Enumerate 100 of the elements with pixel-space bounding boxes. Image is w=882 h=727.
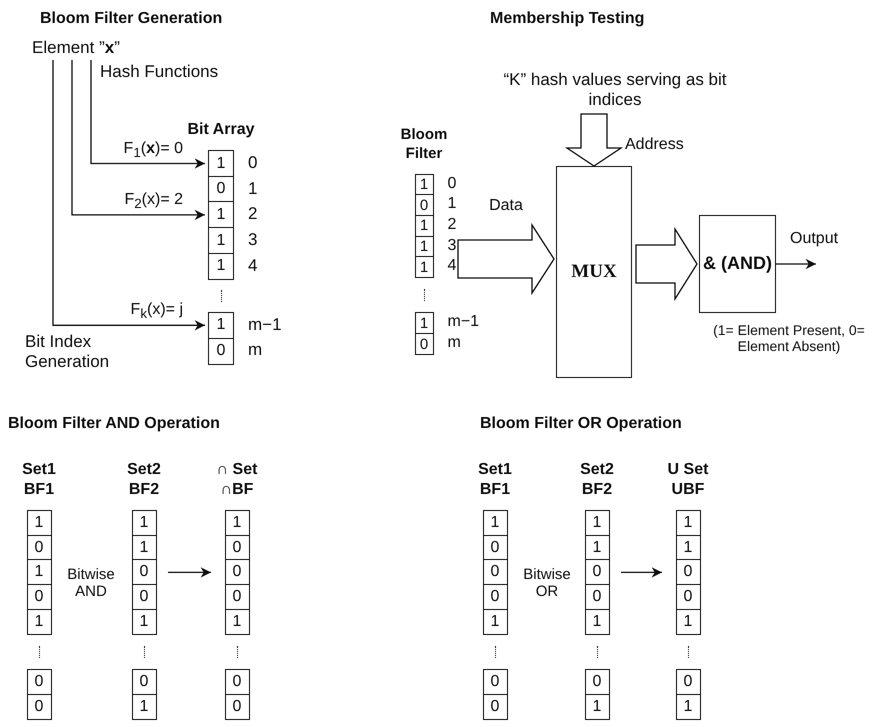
bit-cell: 1 (676, 510, 700, 536)
and-gate-box: & (AND) (699, 215, 776, 313)
bit-cell: 1 (414, 236, 434, 258)
bit-cell: 0 (482, 694, 508, 720)
panel-title: Bloom Filter OR Operation (480, 415, 682, 433)
hash-functions-label: Hash Functions (100, 62, 218, 82)
bit-cell: 0 (584, 584, 610, 610)
bit-cell: 1 (132, 510, 156, 536)
multiplexer-box: MUX (556, 166, 632, 378)
bit-cell: 1 (584, 694, 610, 720)
bit-index: 1 (448, 195, 456, 214)
bit-cell: 1 (414, 214, 434, 237)
arrow (776, 258, 816, 270)
edge-label: F$_{k}$(x)= j (130, 301, 183, 322)
bit-cell: 1 (208, 150, 234, 177)
operation-label: Bitwise AND (66, 566, 116, 600)
operation-label: Bitwise OR (522, 566, 572, 600)
bit-cell: 0 (584, 559, 610, 586)
bit-cell: 0 (676, 584, 700, 610)
bit-cell: 1 (414, 312, 434, 334)
bit-index: m−1 (248, 314, 282, 335)
bit-cell: 1 (224, 608, 250, 635)
bit-cell: 1 (132, 694, 156, 720)
bit-cell: 0 (26, 668, 52, 695)
block-arrow (635, 226, 698, 302)
bit-cell: 0 (224, 534, 250, 561)
bit-cell: 0 (676, 668, 700, 695)
bit-cell: 1 (26, 510, 52, 536)
edge-label: F$_{1}$(x)= 0 (124, 140, 183, 160)
bit-cell: 0 (482, 559, 508, 586)
bit-index: m−1 (448, 313, 480, 332)
hash-values-note: “K” hash values serving as bit indices (500, 70, 730, 110)
bit-cell: 0 (482, 668, 508, 695)
panel-title: Bloom Filter AND Operation (8, 415, 220, 433)
bit-cell: 0 (414, 333, 434, 356)
bit-cell: 1 (26, 608, 52, 635)
bit-index: m (248, 340, 262, 360)
bit-index: 1 (248, 178, 258, 199)
leader-arrow (71, 60, 205, 220)
bit-cell: 1 (208, 312, 234, 339)
bit-cell: 0 (132, 668, 156, 695)
bit-cell: 1 (208, 227, 234, 254)
array-heading: Bloom Filter (400, 126, 448, 164)
bit-cell: 1 (224, 510, 250, 536)
bit-index: 0 (248, 152, 258, 173)
edge-label: F$_{2}$(x)= 2 (124, 190, 183, 212)
leader-arrow (90, 60, 205, 169)
bit-index: 2 (448, 216, 456, 234)
note-text: (1= Element Present, 0= Element Absent) (712, 322, 866, 354)
bit-cell: 0 (224, 559, 250, 586)
bit-index: 3 (248, 230, 258, 250)
bit-cell: 0 (676, 559, 700, 586)
bit-cell: 1 (132, 608, 156, 635)
bit-cell: 0 (208, 338, 234, 365)
element-label: Element ”x” (32, 38, 120, 58)
bit-cell: 1 (676, 694, 700, 720)
bit-index: 4 (448, 257, 456, 276)
bit-cell: 1 (208, 201, 234, 228)
bit-cell: 0 (208, 176, 234, 203)
array-heading: Bit Array (186, 120, 256, 140)
bit-index: 4 (248, 256, 258, 276)
bit-cell: 1 (208, 252, 234, 280)
bit-cell: 0 (132, 559, 156, 586)
bit-cell: 0 (26, 534, 52, 561)
leader-arrow (52, 60, 205, 331)
arrow (168, 567, 211, 578)
panel-title: Bloom Filter Generation (40, 10, 222, 28)
bit-cell: 1 (482, 510, 508, 536)
arrow (621, 567, 662, 578)
bit-cell: 1 (676, 608, 700, 635)
array-heading: ∩ Set ∩BF (216, 460, 258, 500)
bit-index: m (448, 334, 461, 352)
bit-index: 2 (248, 204, 258, 224)
block-arrow (564, 113, 624, 167)
array-heading: Set1 BF1 (21, 460, 57, 500)
bit-cell: 1 (26, 559, 52, 586)
bit-cell: 0 (26, 694, 52, 720)
block-arrow (457, 222, 555, 296)
bit-cell: 1 (414, 256, 434, 278)
bit-cell: 1 (584, 608, 610, 635)
bit-array (666, 460, 710, 720)
bit-cell: 0 (224, 694, 250, 720)
array-heading: Set1 BF1 (477, 460, 513, 500)
array-heading: Set2 BF2 (579, 460, 615, 500)
bit-cell: 1 (584, 510, 610, 536)
bit-cell: 0 (224, 584, 250, 610)
edge-label: Data (489, 197, 523, 215)
bit-index-label: Bit Index Generation (25, 332, 110, 372)
bit-cell: 1 (132, 534, 156, 561)
bit-cell: 0 (584, 668, 610, 695)
bit-cell: 0 (26, 584, 52, 610)
bit-cell: 1 (414, 174, 434, 196)
bit-cell: 1 (584, 534, 610, 561)
edge-label: Address (625, 136, 684, 154)
array-heading: U Set UBF (666, 460, 710, 500)
bit-cell: 0 (414, 194, 434, 216)
bit-cell: 1 (676, 534, 700, 561)
bit-index: 0 (448, 174, 456, 193)
panel-title: Membership Testing (490, 10, 644, 28)
bit-cell: 0 (224, 668, 250, 695)
